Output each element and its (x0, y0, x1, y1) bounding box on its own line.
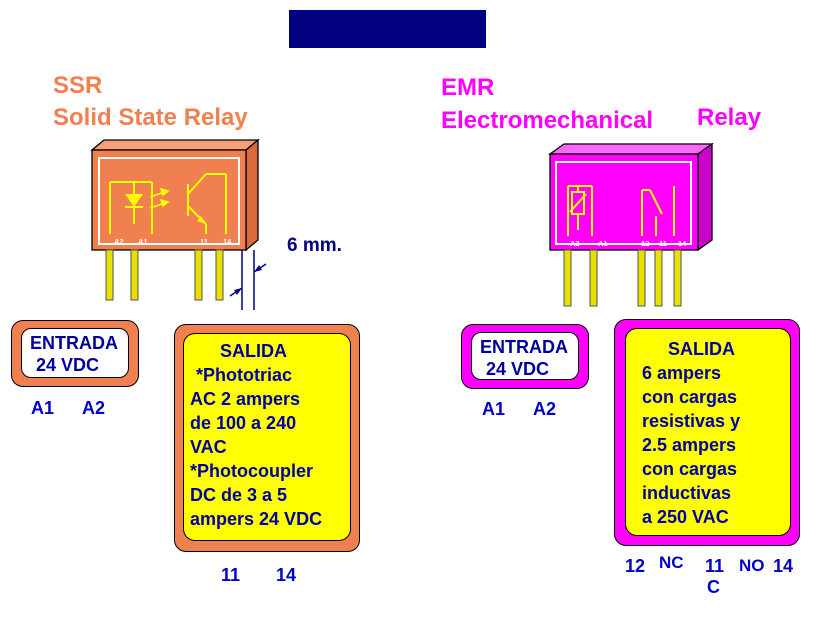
ssr-relay-illustration: A2 A1 11 14 (90, 138, 260, 301)
ssr-output-box: SALIDA *Phototriac AC 2 ampers de 100 a … (183, 333, 351, 541)
emr-pin-11 (654, 249, 663, 307)
emr-terminal-no: NO (739, 556, 765, 575)
ssr-terminal-14: 14 (276, 565, 297, 585)
emr-input-frame: ENTRADA 24 VDC (461, 324, 589, 389)
ssr-pin-a2 (105, 249, 114, 301)
ssr-inner-frame (98, 157, 240, 245)
emr-output-line-5: 2.5 ampers (642, 435, 737, 455)
emr-pin-label-a2: A2 (570, 239, 580, 248)
emr-pin-label-11: 11 (659, 239, 667, 248)
ssr-output-line-3: AC 2 ampers (190, 389, 301, 409)
ssr-body (91, 149, 247, 251)
emr-pin-label-12: 12 (641, 239, 649, 248)
emr-terminal-a1: A1 (482, 399, 506, 419)
emr-terminal-c: C (707, 577, 720, 597)
emr-coil-symbol (567, 185, 593, 236)
spacing-dimension-marker (229, 250, 267, 310)
ssr-input-frame: ENTRADA 24 VDC (11, 320, 139, 387)
ssr-pin-11 (194, 249, 203, 301)
ssr-output-frame: SALIDA *Phototriac AC 2 ampers de 100 a … (174, 324, 360, 552)
emr-output-line-3: con cargas (642, 387, 738, 407)
ssr-pin-label-a2: A2 (114, 237, 124, 246)
emr-terminal-11: 11 (705, 556, 725, 576)
ssr-name: Solid State Relay (53, 104, 248, 131)
emr-inner-frame (555, 161, 692, 245)
ssr-terminal-11: 11 (221, 565, 241, 585)
emr-terminal-nc: NC (659, 553, 684, 572)
emr-input-line-2: 24 VDC (486, 359, 550, 379)
ssr-input-line-2: 24 VDC (36, 355, 100, 375)
emr-output-line-4: resistivas y (642, 411, 741, 431)
ssr-led-triangle (125, 194, 143, 207)
ssr-input-box: ENTRADA 24 VDC (21, 328, 129, 378)
emr-output-line-6: con cargas (642, 459, 738, 479)
ssr-terminal-a1: A1 (31, 398, 55, 418)
emr-input-line-1: ENTRADA (480, 337, 568, 357)
ssr-light-arrows (149, 187, 170, 209)
emr-input-box: ENTRADA 24 VDC (471, 332, 579, 380)
ssr-pin-label-11: 11 (200, 237, 208, 246)
emr-pin-12 (637, 249, 646, 307)
emr-name-part2: Relay (697, 104, 762, 131)
emr-pin-a2 (563, 249, 572, 307)
spacing-label: 6 mm. (287, 235, 342, 256)
ssr-input-line-1: ENTRADA (30, 333, 118, 353)
emr-output-frame: SALIDA 6 ampers con cargas resistivas y … (614, 319, 800, 546)
ssr-pin-label-14: 14 (223, 237, 232, 246)
emr-relay-illustration: A2 A1 12 11 14 (547, 142, 715, 307)
ssr-output-line-8: ampers 24 VDC (190, 509, 323, 529)
ssr-led-symbol (109, 181, 153, 234)
ssr-terminal-a2: A2 (82, 398, 106, 418)
ssr-output-line-5: VAC (190, 437, 227, 457)
title-text: Slim Relay (311, 50, 481, 83)
emr-terminal-14: 14 (773, 556, 794, 576)
ssr-output-line-2: *Phototriac (196, 365, 293, 385)
emr-output-line-8: a 250 VAC (642, 507, 729, 527)
emr-contact-symbol (641, 186, 675, 236)
ssr-output-line-4: de 100 a 240 (190, 413, 297, 433)
emr-pin-label-14: 14 (678, 239, 687, 248)
ssr-output-heading: SALIDA (220, 341, 287, 361)
emr-name-part1: Electromechanical (441, 107, 654, 134)
emr-output-line-2: 6 ampers (642, 363, 722, 383)
ssr-output-line-6: *Photocoupler (190, 461, 314, 481)
emr-pin-14 (673, 249, 682, 307)
emr-abbr: EMR (441, 74, 495, 101)
ssr-transistor-symbol (187, 173, 227, 234)
emr-terminal-a2: A2 (533, 399, 557, 419)
emr-output-line-7: inductivas (642, 483, 732, 503)
emr-terminal-12: 12 (625, 556, 646, 576)
emr-output-heading: SALIDA (668, 339, 735, 359)
ssr-pin-label-a1: A1 (138, 237, 148, 246)
title-banner: Slim Relay (289, 10, 486, 83)
ssr-pin-14 (215, 249, 224, 301)
emr-pin-label-a1: A1 (598, 239, 608, 248)
ssr-output-line-7: DC de 3 a 5 (190, 485, 288, 505)
ssr-abbr: SSR (53, 72, 103, 99)
emr-output-box: SALIDA 6 ampers con cargas resistivas y … (625, 328, 791, 536)
emr-pin-a1 (589, 249, 598, 307)
ssr-pin-a1 (130, 249, 139, 301)
